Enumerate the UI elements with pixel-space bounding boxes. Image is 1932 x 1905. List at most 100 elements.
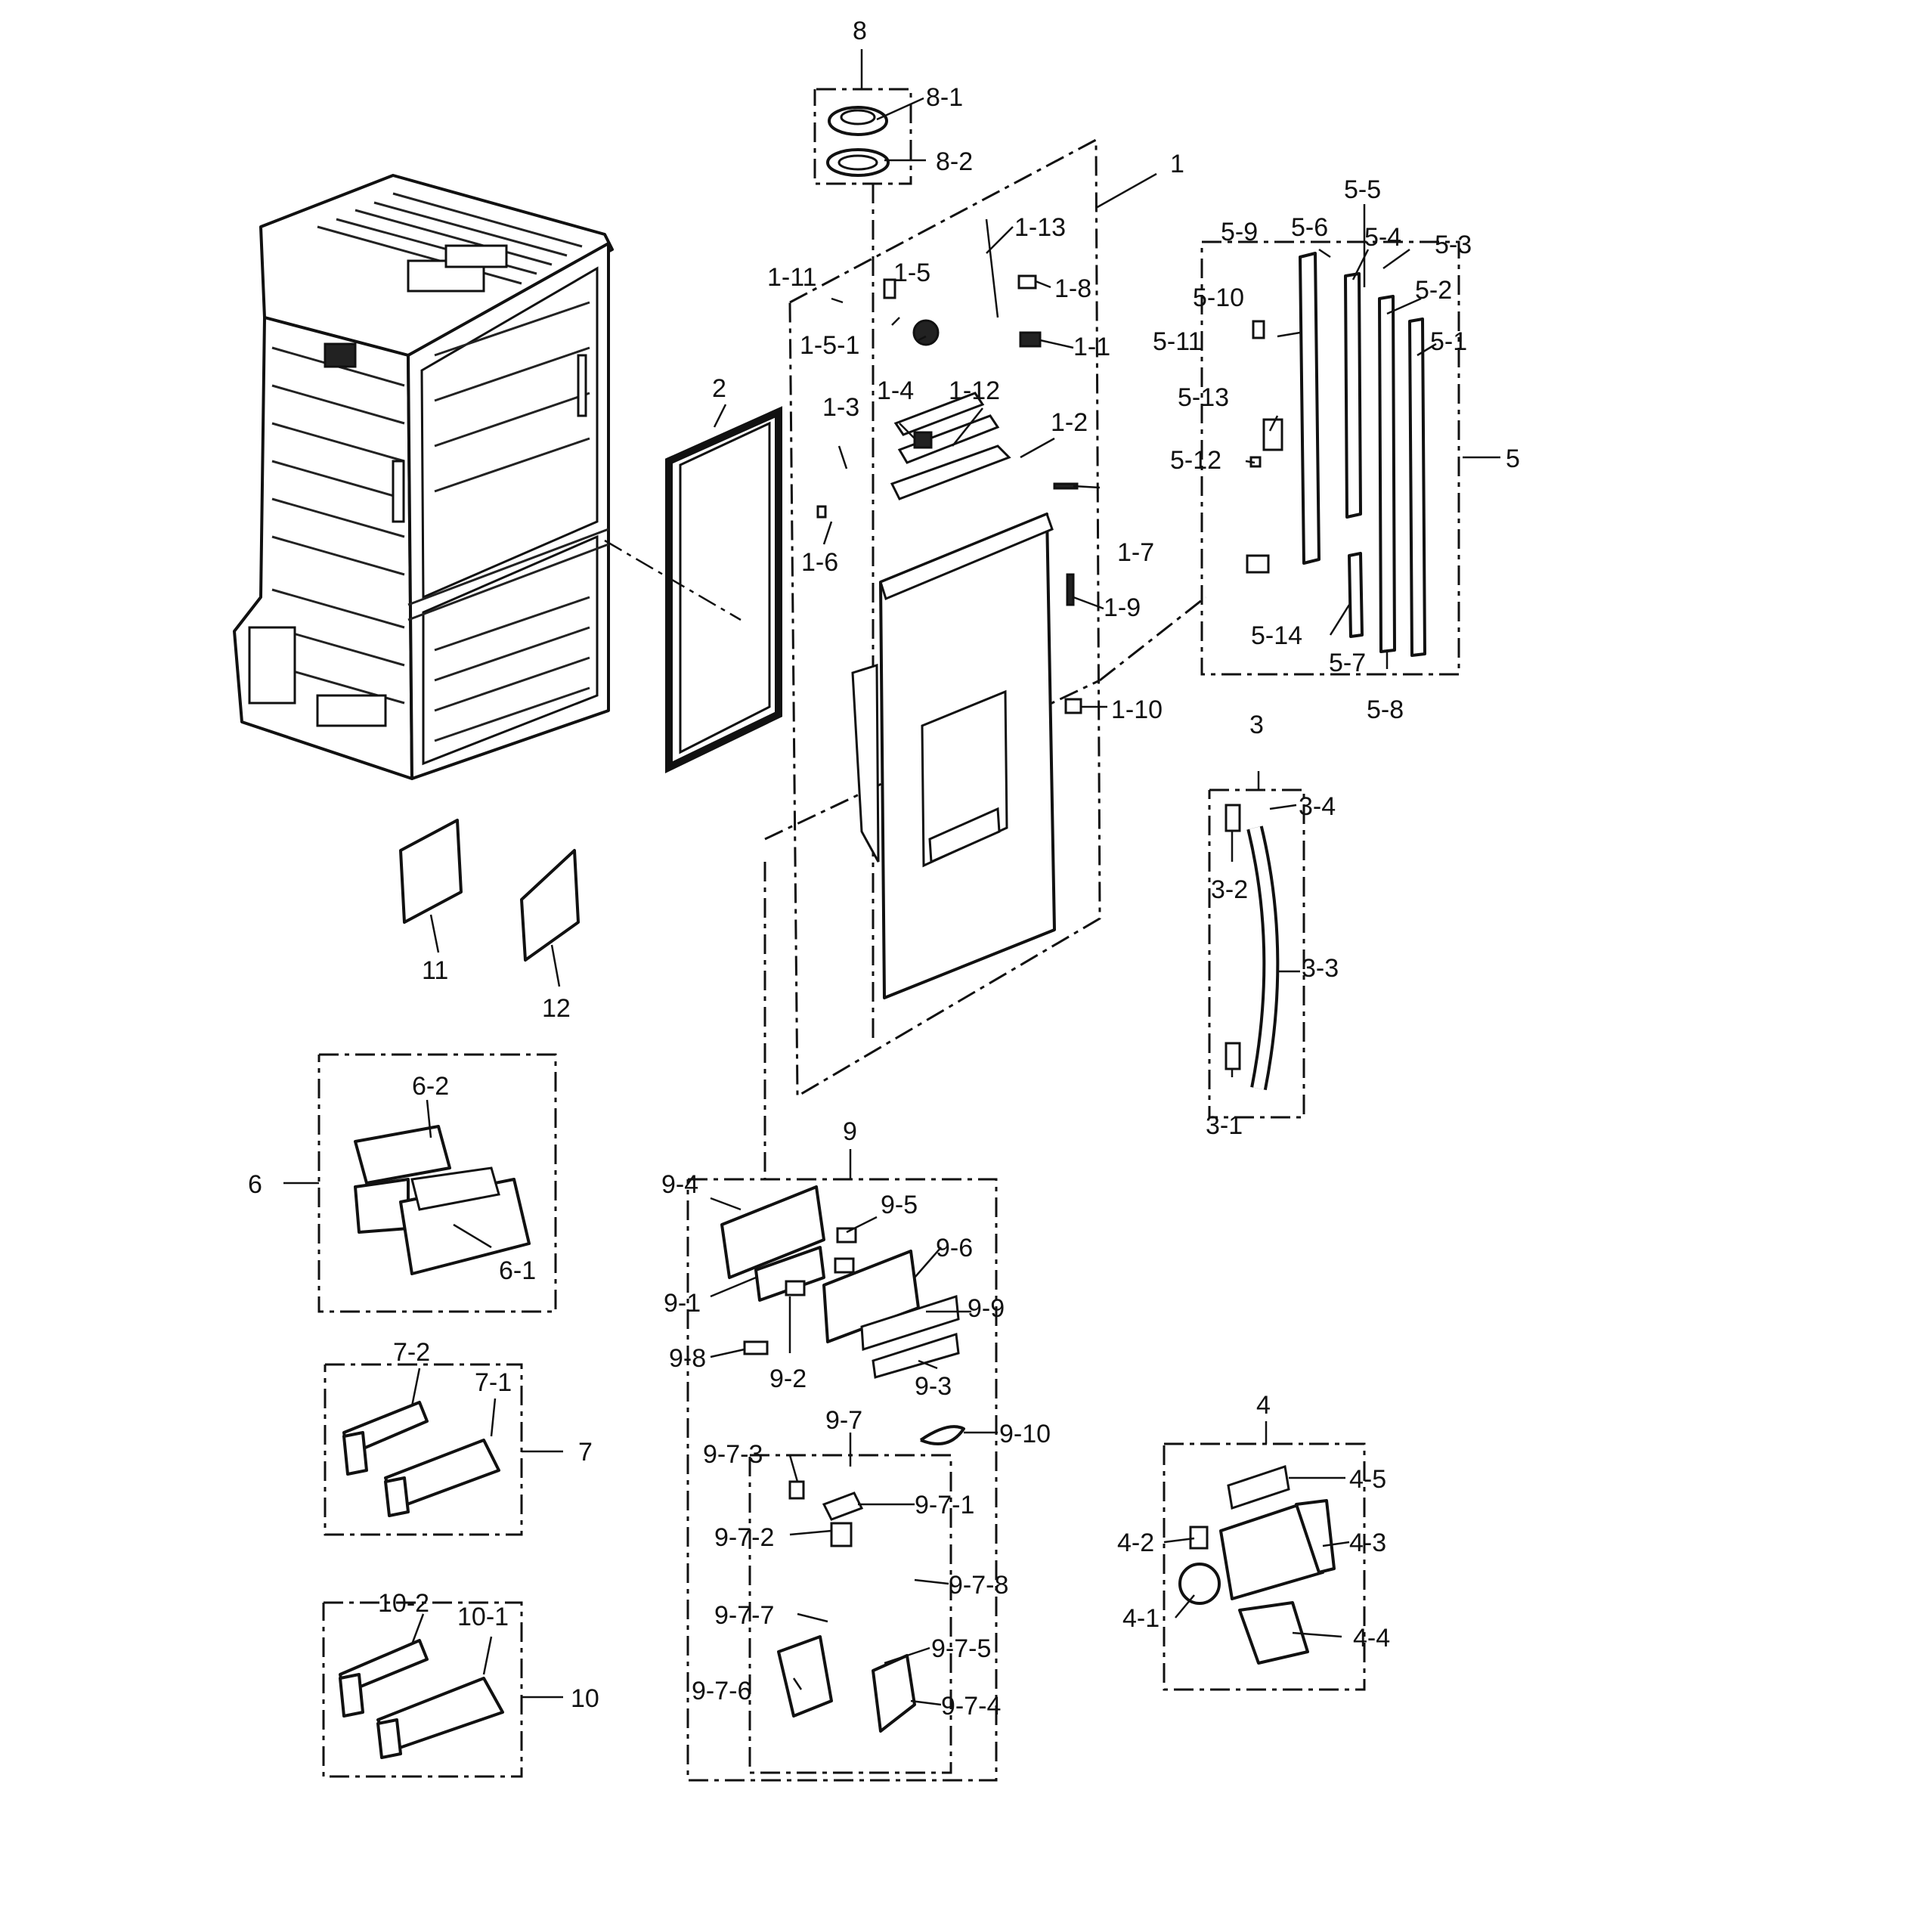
label-1-1: 1-1 bbox=[1073, 333, 1110, 361]
label-9-5: 9-5 bbox=[881, 1191, 918, 1219]
label-9-9: 9-9 bbox=[968, 1294, 1005, 1323]
door-stop-part bbox=[1017, 274, 1037, 290]
wire-harness-part bbox=[985, 218, 999, 318]
sensor-part bbox=[912, 319, 940, 346]
label-6-1: 6-1 bbox=[499, 1256, 536, 1285]
dispenser-sub-box bbox=[748, 1454, 952, 1774]
door-gasket bbox=[665, 406, 782, 773]
label-5: 5 bbox=[1506, 444, 1520, 473]
label-1: 1 bbox=[1170, 150, 1184, 178]
label-1-5: 1-5 bbox=[893, 259, 930, 287]
label-3-3: 3-3 bbox=[1302, 954, 1339, 983]
label-9-7-5: 9-7-5 bbox=[931, 1634, 991, 1663]
label-9-7-4: 9-7-4 bbox=[941, 1692, 1001, 1721]
label-8-1: 8-1 bbox=[926, 83, 963, 112]
label-5-5: 5-5 bbox=[1344, 175, 1381, 204]
label-1-4: 1-4 bbox=[877, 376, 914, 405]
label-6: 6 bbox=[248, 1170, 262, 1199]
callout-labels: 8 8-1 8-2 1 1-13 1-11 1-5 1-8 1-5-1 1-1 … bbox=[248, 17, 1520, 1721]
label-3-1: 3-1 bbox=[1206, 1111, 1243, 1140]
trim-5-1 bbox=[1408, 318, 1426, 657]
label-1-13: 1-13 bbox=[1014, 213, 1066, 242]
label-1-8: 1-8 bbox=[1054, 274, 1091, 303]
label-5-7: 5-7 bbox=[1329, 649, 1366, 677]
label-5-4: 5-4 bbox=[1364, 223, 1401, 252]
switch-part bbox=[883, 278, 896, 299]
bracket-panel-11 bbox=[399, 819, 463, 924]
label-4: 4 bbox=[1256, 1391, 1271, 1420]
label-1-11: 1-11 bbox=[767, 263, 817, 292]
label-7-1: 7-1 bbox=[475, 1368, 512, 1397]
label-8: 8 bbox=[853, 17, 867, 45]
label-5-1: 5-1 bbox=[1430, 327, 1467, 356]
label-9-7: 9-7 bbox=[825, 1406, 862, 1435]
label-12: 12 bbox=[542, 994, 571, 1023]
label-1-6: 1-6 bbox=[801, 548, 838, 577]
label-4-4: 4-4 bbox=[1353, 1624, 1390, 1653]
label-5-14: 5-14 bbox=[1251, 621, 1302, 650]
door-panel bbox=[851, 513, 1056, 999]
label-4-3: 4-3 bbox=[1349, 1529, 1386, 1557]
handle-assembly-box bbox=[1208, 788, 1305, 1119]
screw-part bbox=[816, 505, 827, 519]
cabinet-side-ribs bbox=[248, 342, 405, 727]
label-5-3: 5-3 bbox=[1435, 231, 1472, 259]
leader-lines bbox=[283, 49, 1500, 1706]
label-11: 11 bbox=[422, 956, 448, 985]
label-7-2: 7-2 bbox=[393, 1338, 430, 1367]
label-9-10: 9-10 bbox=[999, 1420, 1051, 1448]
label-5-11: 5-11 bbox=[1153, 327, 1203, 356]
label-9-1: 9-1 bbox=[664, 1289, 701, 1318]
label-10: 10 bbox=[571, 1684, 599, 1713]
label-9-7-6: 9-7-6 bbox=[692, 1677, 751, 1705]
label-5-6: 5-6 bbox=[1291, 213, 1328, 242]
label-1-7: 1-7 bbox=[1117, 538, 1154, 567]
trim-5-9 bbox=[1299, 252, 1321, 565]
bin-10-box bbox=[322, 1601, 523, 1778]
hinge-cover-part bbox=[1019, 331, 1042, 348]
dispenser-assembly-box bbox=[686, 1178, 998, 1782]
label-1-10: 1-10 bbox=[1111, 695, 1163, 724]
ice-maker-box bbox=[1163, 1442, 1366, 1691]
label-9-4: 9-4 bbox=[661, 1170, 698, 1199]
cabinet-interior-ribs bbox=[392, 301, 590, 742]
label-1-12: 1-12 bbox=[949, 376, 1000, 405]
label-8-2: 8-2 bbox=[936, 147, 973, 176]
label-4-5: 4-5 bbox=[1349, 1465, 1386, 1494]
label-7: 7 bbox=[578, 1438, 593, 1467]
label-9-2: 9-2 bbox=[769, 1364, 807, 1393]
refrigerator-cabinet bbox=[233, 174, 614, 780]
label-9-7-8: 9-7-8 bbox=[949, 1571, 1008, 1600]
door-bracket-part bbox=[913, 431, 933, 449]
label-9-7-7: 9-7-7 bbox=[714, 1601, 774, 1630]
bin-6-box bbox=[317, 1053, 557, 1313]
door-handle-pin bbox=[1066, 573, 1075, 606]
label-1-2: 1-2 bbox=[1051, 408, 1088, 437]
label-1-5-1: 1-5-1 bbox=[800, 331, 859, 360]
label-1-3: 1-3 bbox=[822, 393, 859, 422]
label-5-9: 5-9 bbox=[1221, 218, 1258, 246]
cap-assembly-box bbox=[813, 88, 912, 185]
label-1-9: 1-9 bbox=[1104, 593, 1141, 622]
door-cover-part bbox=[1064, 698, 1082, 714]
label-2: 2 bbox=[712, 374, 726, 403]
label-3: 3 bbox=[1249, 711, 1264, 739]
label-3-2: 3-2 bbox=[1211, 875, 1248, 904]
label-5-8: 5-8 bbox=[1367, 695, 1404, 724]
label-5-2: 5-2 bbox=[1415, 276, 1452, 305]
label-5-12: 5-12 bbox=[1170, 446, 1221, 475]
label-9-8: 9-8 bbox=[669, 1344, 706, 1373]
label-3-4: 3-4 bbox=[1299, 792, 1336, 821]
cover-panel-12 bbox=[520, 849, 580, 962]
label-10-1: 10-1 bbox=[457, 1603, 509, 1631]
label-9-7-1: 9-7-1 bbox=[915, 1491, 974, 1519]
label-5-10: 5-10 bbox=[1193, 283, 1244, 312]
label-4-2: 4-2 bbox=[1117, 1529, 1154, 1557]
label-4-1: 4-1 bbox=[1122, 1604, 1160, 1633]
label-9-7-2: 9-7-2 bbox=[714, 1523, 774, 1552]
label-9: 9 bbox=[843, 1117, 857, 1146]
label-9-7-3: 9-7-3 bbox=[703, 1440, 763, 1469]
door-top-cap bbox=[890, 392, 1011, 500]
door-assembly-frame bbox=[788, 138, 1101, 1098]
